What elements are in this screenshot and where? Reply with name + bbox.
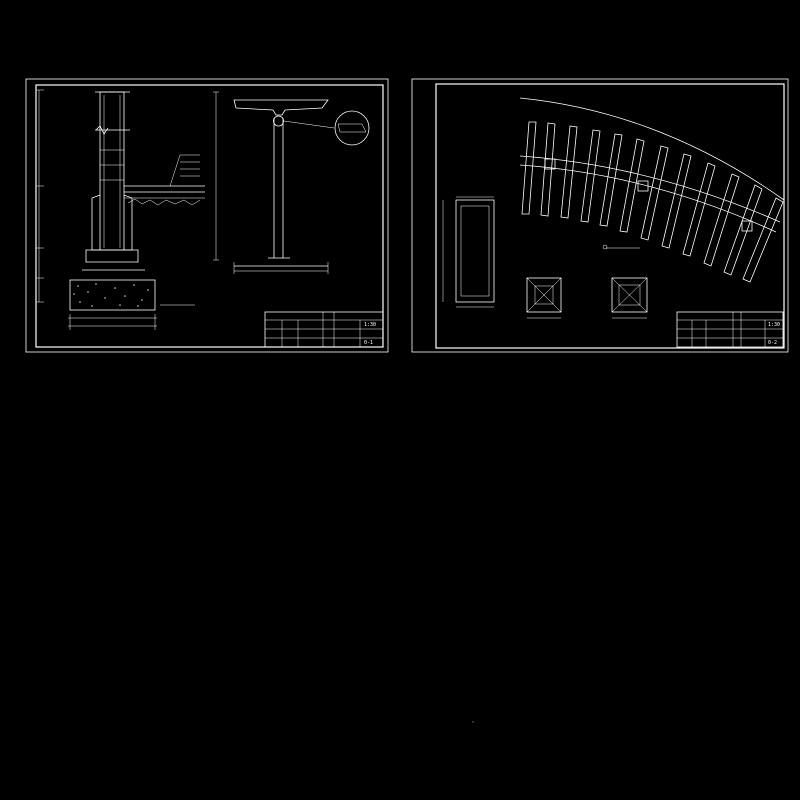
column-elevation [213, 91, 370, 274]
left-title-sheet-number: 0-1 [364, 340, 373, 346]
square-detail-b [611, 277, 648, 319]
left-sheet-inner-border [35, 84, 384, 348]
right-title-sheet-number: 0-2 [768, 340, 777, 346]
stray-dot [472, 721, 474, 723]
right-title-block: 1:30 0-2 [676, 311, 784, 348]
left-sheet-outer-border [25, 78, 389, 353]
left-title-scale: 1:30 [364, 322, 376, 328]
footing [68, 279, 195, 330]
right-title-scale: 1:30 [768, 322, 780, 328]
right-sheet-inner-border [435, 83, 785, 349]
square-detail-a [526, 277, 562, 319]
right-sheet[interactable]: 1:30 0-2 [411, 78, 789, 353]
left-dimension-chain [36, 89, 44, 303]
left-title-block: 1:30 0-1 [264, 311, 384, 348]
right-sheet-outer-border [411, 78, 789, 353]
wall-section [82, 91, 145, 271]
pergola-beams [521, 121, 784, 283]
left-sheet[interactable]: 1:30 0-1 [25, 78, 389, 353]
footing-plan [442, 196, 495, 308]
curved-pergola-plan [519, 97, 785, 283]
slab-section [124, 154, 205, 206]
